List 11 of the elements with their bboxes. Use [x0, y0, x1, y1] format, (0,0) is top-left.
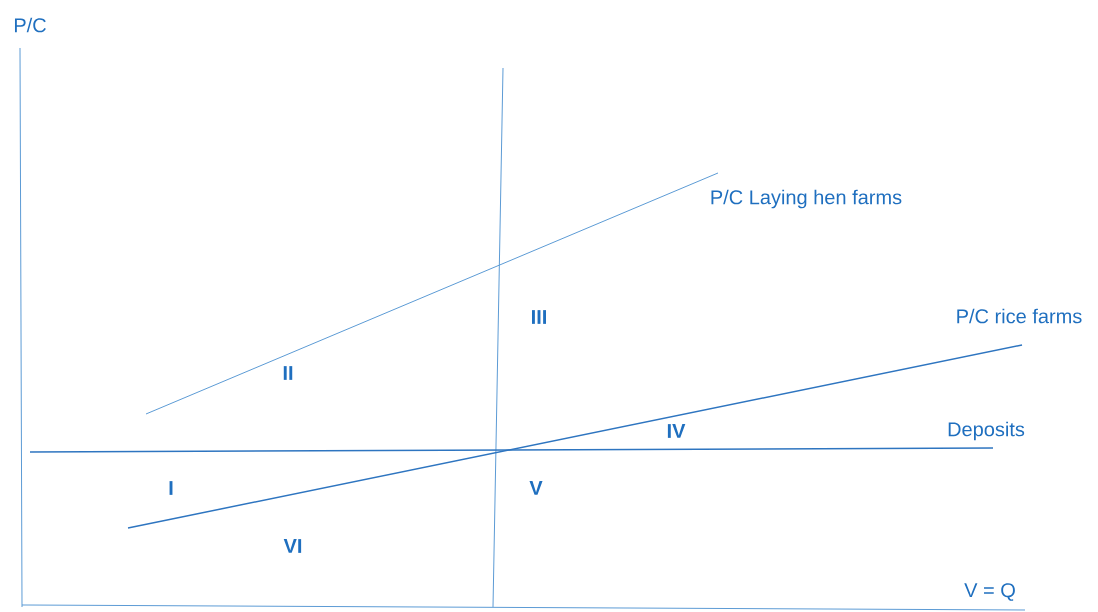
region-numeral: I: [169, 481, 173, 495]
axis-label: V = Q: [964, 583, 1015, 601]
line-label: P/C Laying hen farms: [711, 189, 902, 209]
line-label: P/C rice farms: [957, 308, 1082, 324]
line-label: Deposits: [948, 421, 1025, 441]
region-numeral: II: [283, 366, 293, 380]
axis-label: P/C: [15, 17, 46, 33]
region-numeral: III: [532, 310, 546, 324]
region-numeral: IV: [667, 424, 686, 438]
region-numeral: VI: [283, 539, 302, 553]
region-numeral: V: [529, 481, 543, 495]
